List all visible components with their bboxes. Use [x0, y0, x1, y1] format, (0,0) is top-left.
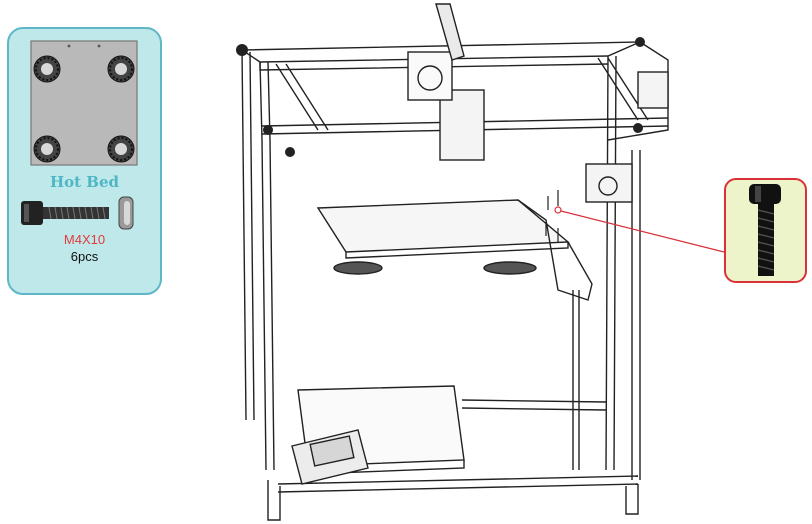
- screw-closeup: [724, 178, 807, 283]
- washer-icon: [118, 196, 134, 230]
- parts-card: Hot Bed M4X10 6pcs: [7, 27, 162, 295]
- core-xy-printer-frame-icon: [236, 3, 669, 521]
- hot-bed-title: Hot Bed: [49, 173, 120, 191]
- screw-size-label: M4X10: [63, 232, 106, 247]
- screw-quantity-label: 6pcs: [70, 249, 99, 264]
- socket-head-screw-icon: [21, 201, 109, 225]
- screw-closeup-icon: [749, 184, 781, 276]
- hot-bed-plate-icon: [30, 40, 138, 166]
- screw-row: [21, 196, 134, 230]
